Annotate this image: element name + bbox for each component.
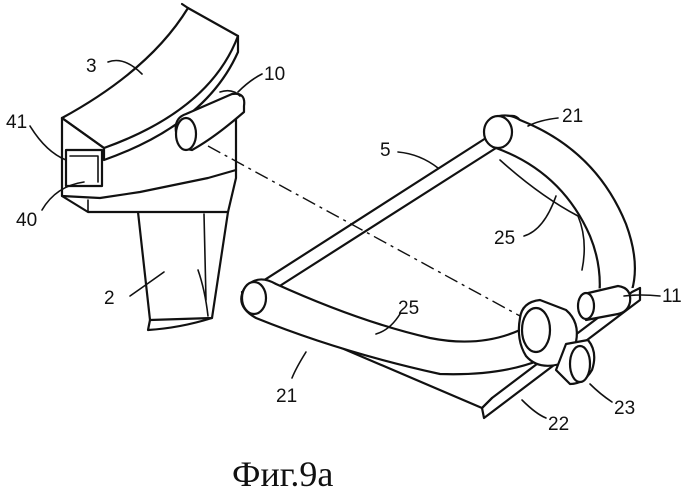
leader-23 bbox=[590, 384, 612, 402]
leader-22 bbox=[522, 400, 546, 418]
label-10: 10 bbox=[264, 64, 285, 85]
label-40: 40 bbox=[16, 210, 37, 231]
label-5: 5 bbox=[380, 140, 391, 161]
label-2: 2 bbox=[104, 288, 115, 309]
label-22: 22 bbox=[548, 414, 569, 435]
label-21-bottom: 21 bbox=[276, 386, 297, 407]
arm-21-upper bbox=[484, 115, 635, 306]
label-41: 41 bbox=[6, 112, 27, 133]
yoke-part-5 bbox=[241, 115, 640, 418]
figure-caption: Фиг.9а bbox=[232, 454, 333, 494]
leader-41 bbox=[30, 126, 66, 160]
bracket-part bbox=[62, 4, 244, 330]
leader-21-bottom bbox=[292, 352, 306, 378]
leader-11 bbox=[624, 295, 660, 296]
leader-5 bbox=[398, 152, 438, 168]
label-23: 23 bbox=[614, 398, 635, 419]
label-21-top: 21 bbox=[562, 106, 583, 127]
label-11: 11 bbox=[662, 286, 682, 307]
leader-25-upper bbox=[524, 196, 556, 236]
stem-2 bbox=[138, 212, 228, 330]
leader-10 bbox=[238, 74, 262, 92]
label-25-lower: 25 bbox=[398, 298, 419, 319]
leader-21-top bbox=[528, 118, 558, 126]
label-25-upper: 25 bbox=[494, 228, 515, 249]
label-3: 3 bbox=[86, 56, 97, 77]
